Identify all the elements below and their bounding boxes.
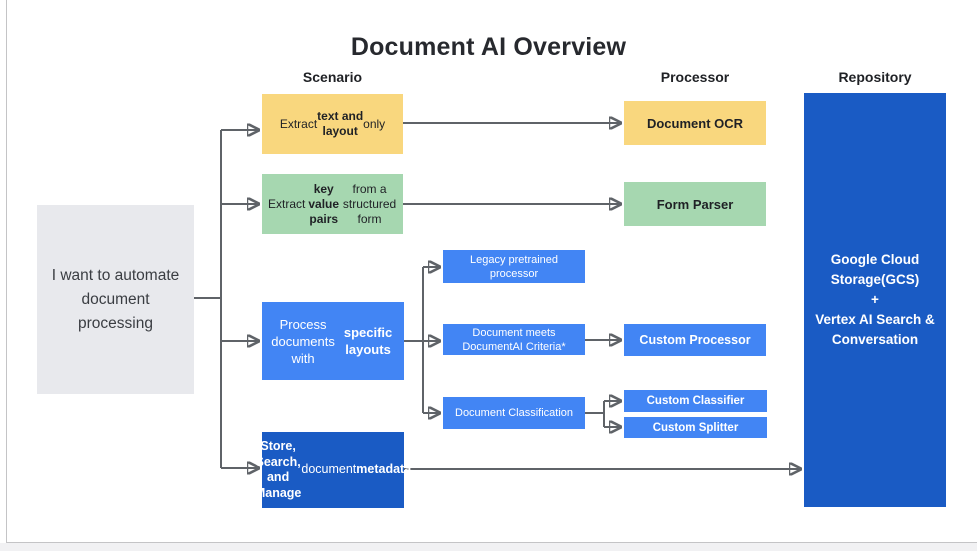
column-header-repository: Repository xyxy=(838,69,912,85)
node-custom-splitter: Custom Splitter xyxy=(624,417,767,438)
node-process-specific-layouts: Process documents with specific layouts xyxy=(262,302,404,380)
node-store-search-manage: Store, Search, and Manage document metad… xyxy=(255,432,411,508)
outside-background xyxy=(0,543,977,551)
node-start-intent: I want to automate document processing xyxy=(37,205,194,394)
node-repository-gcs-vertex: Google Cloud Storage(GCS) + Vertex AI Se… xyxy=(804,93,946,507)
node-extract-text-layout: Extract text and layout only xyxy=(262,94,403,154)
node-form-parser: Form Parser xyxy=(624,182,766,226)
slide-border-left xyxy=(6,0,7,543)
node-legacy-pretrained-processor: Legacy pretrained processor xyxy=(443,250,585,283)
column-header-scenario: Scenario xyxy=(302,69,363,85)
node-document-meets-criteria: Document meets DocumentAI Criteria* xyxy=(443,324,585,355)
node-document-ocr: Document OCR xyxy=(624,101,766,145)
page-title: Document AI Overview xyxy=(350,32,627,61)
slide-border-bottom xyxy=(6,542,977,543)
node-custom-classifier: Custom Classifier xyxy=(624,390,767,412)
node-document-classification: Document Classification xyxy=(443,397,585,429)
node-custom-processor: Custom Processor xyxy=(624,324,766,356)
column-header-processor: Processor xyxy=(660,69,730,85)
node-extract-key-value: Extract key value pairs from a structure… xyxy=(262,174,403,234)
